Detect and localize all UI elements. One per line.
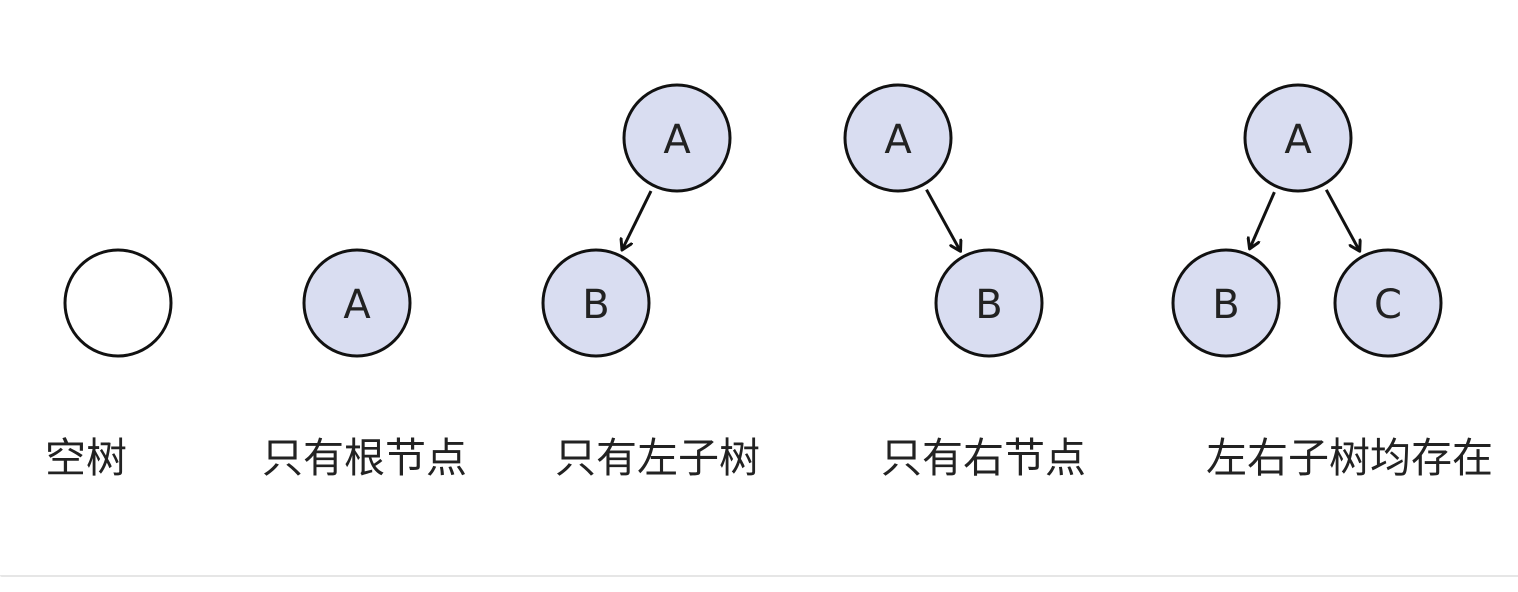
- tree-node-b: B: [934, 248, 1044, 358]
- node-circle: [63, 248, 173, 358]
- node-label: C: [1374, 282, 1402, 328]
- node-label: B: [975, 282, 1002, 328]
- node-circle: [541, 248, 651, 358]
- tree-node-a: A: [622, 83, 732, 193]
- edge-arrow-a-to-c: [1324, 189, 1359, 251]
- edges-layer: [622, 188, 1360, 252]
- node-label: A: [884, 117, 912, 163]
- panel-caption: 只有根节点: [262, 434, 467, 482]
- edge-arrow-a-to-b: [1250, 191, 1276, 249]
- panel-caption: 空树: [45, 434, 127, 482]
- panel-caption: 左右子树均存在: [1206, 434, 1493, 482]
- panel-caption: 只有左子树: [555, 434, 760, 482]
- tree-node-b: B: [1171, 248, 1281, 358]
- node-label: A: [663, 117, 691, 163]
- node-label: B: [1212, 282, 1239, 328]
- nodes-layer: A A B A B A B C: [63, 83, 1443, 358]
- node-label: A: [343, 282, 371, 328]
- node-circle: [302, 248, 412, 358]
- node-label: A: [1284, 117, 1312, 163]
- tree-node-a: A: [843, 83, 953, 193]
- tree-node-a: A: [1243, 83, 1353, 193]
- node-circle: [1171, 248, 1281, 358]
- bottom-divider: [0, 575, 1518, 577]
- edge-arrow-a-to-b: [622, 190, 653, 250]
- node-circle: [843, 83, 953, 193]
- node-circle: [1333, 248, 1443, 358]
- captions-layer: 空树 只有根节点 只有左子树 只有右节点 左右子树均存在: [45, 434, 1493, 482]
- edge-arrow-a-to-b: [925, 188, 961, 252]
- empty-tree-node: [63, 248, 173, 358]
- node-circle: [622, 83, 732, 193]
- tree-node-b: B: [541, 248, 651, 358]
- node-label: B: [582, 282, 609, 328]
- tree-node-c: C: [1333, 248, 1443, 358]
- panel-caption: 只有右节点: [881, 434, 1086, 482]
- node-circle: [934, 248, 1044, 358]
- node-circle: [1243, 83, 1353, 193]
- tree-node-a: A: [302, 248, 412, 358]
